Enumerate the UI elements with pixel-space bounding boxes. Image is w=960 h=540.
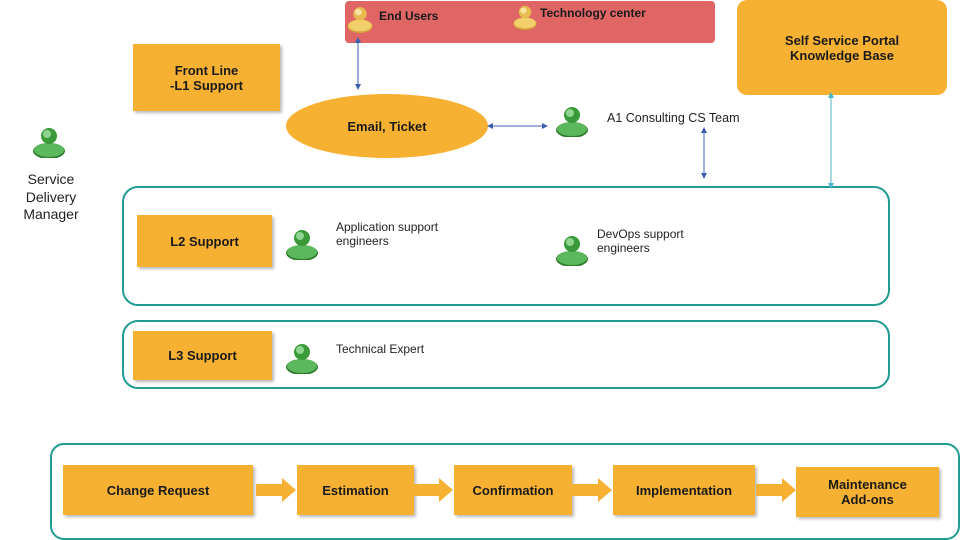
technical-expert-person-icon [286, 344, 318, 374]
service-delivery-manager-icon [33, 128, 65, 158]
end-users-person-icon [347, 7, 373, 33]
front-line-label-line2: -L1 Support [170, 77, 243, 93]
self-service-label-line1: Self Service Portal [784, 32, 900, 48]
devops-line1: DevOps support [597, 227, 684, 241]
process-step-estimation: Estimation [297, 465, 414, 515]
process-arrow-right-icon [756, 478, 796, 502]
top-banner: End Users Technology center [345, 1, 715, 43]
process-arrow-right-icon [413, 478, 453, 502]
process-step-label: Confirmation [472, 482, 554, 498]
self-service-label-line2: Knowledge Base [789, 47, 895, 63]
l3-support-box: L3 Support [133, 331, 272, 380]
technology-center-label: Technology center [540, 6, 646, 20]
sdm-line3: Manager [23, 206, 79, 222]
email-ticket-node: Email, Ticket [286, 94, 488, 158]
process-arrow-right-icon [572, 478, 612, 502]
process-step-label-line2: Add-ons [841, 492, 894, 507]
l3-support-frame [122, 320, 890, 389]
devops-label: DevOps support engineers [597, 227, 684, 255]
process-step-label: Change Request [106, 482, 210, 498]
front-line-l1-box: Front Line -L1 Support [133, 44, 280, 111]
technology-center-person-icon [513, 5, 537, 30]
sdm-line1: Service [27, 171, 75, 187]
devops-line2: engineers [597, 241, 650, 255]
consulting-team-person-icon [556, 107, 588, 137]
process-flow-frame [50, 443, 960, 540]
process-step-implementation: Implementation [613, 465, 755, 515]
process-step-label: Estimation [322, 482, 389, 498]
email-ticket-label: Email, Ticket [347, 118, 427, 134]
process-step-label-line1: Maintenance [828, 477, 907, 492]
l2-support-frame [122, 186, 890, 306]
process-step-confirmation: Confirmation [454, 465, 572, 515]
sdm-line2: Delivery [25, 188, 77, 205]
service-delivery-manager-label: Service Delivery Manager [6, 171, 96, 224]
process-step-label: Implementation [635, 482, 733, 498]
self-service-portal-box: Self Service Portal Knowledge Base [737, 0, 947, 95]
app-support-person-icon [286, 230, 318, 260]
consulting-team-label: A1 Consulting CS Team [607, 111, 740, 125]
l2-support-box: L2 Support [137, 215, 272, 267]
technical-expert-label: Technical Expert [336, 342, 425, 356]
end-users-label: End Users [379, 9, 439, 23]
l2-support-label: L2 Support [170, 233, 239, 249]
l3-support-label: L3 Support [168, 348, 237, 363]
app-support-label: Application support engineers [336, 220, 438, 248]
front-line-label-line1: Front Line [174, 62, 239, 78]
process-step-change-request: Change Request [63, 465, 253, 515]
app-support-line1: Application support [336, 220, 439, 234]
process-step-maintenance: Maintenance Add-ons [796, 467, 939, 517]
devops-person-icon [556, 236, 588, 266]
app-support-line2: engineers [336, 234, 389, 248]
process-arrow-right-icon [256, 478, 296, 502]
